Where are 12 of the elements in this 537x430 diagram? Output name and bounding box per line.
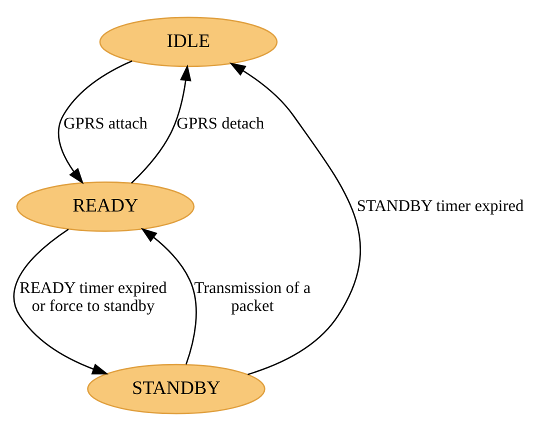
arrow [13, 228, 109, 374]
edge-label: READY timer expired or force to standby [20, 278, 167, 314]
edge-label: GPRS detach [176, 113, 264, 132]
arrow [140, 227, 197, 364]
edge-label: STANDBY timer expired [356, 195, 524, 214]
arrow [229, 62, 361, 375]
arrow [131, 64, 192, 184]
node-ellipse: READY [16, 180, 195, 232]
edge-label: Transmission of a packet [194, 278, 311, 314]
node-ellipse: IDLE [99, 16, 278, 67]
arrow [58, 60, 132, 184]
edge-label: GPRS attach [63, 113, 148, 132]
